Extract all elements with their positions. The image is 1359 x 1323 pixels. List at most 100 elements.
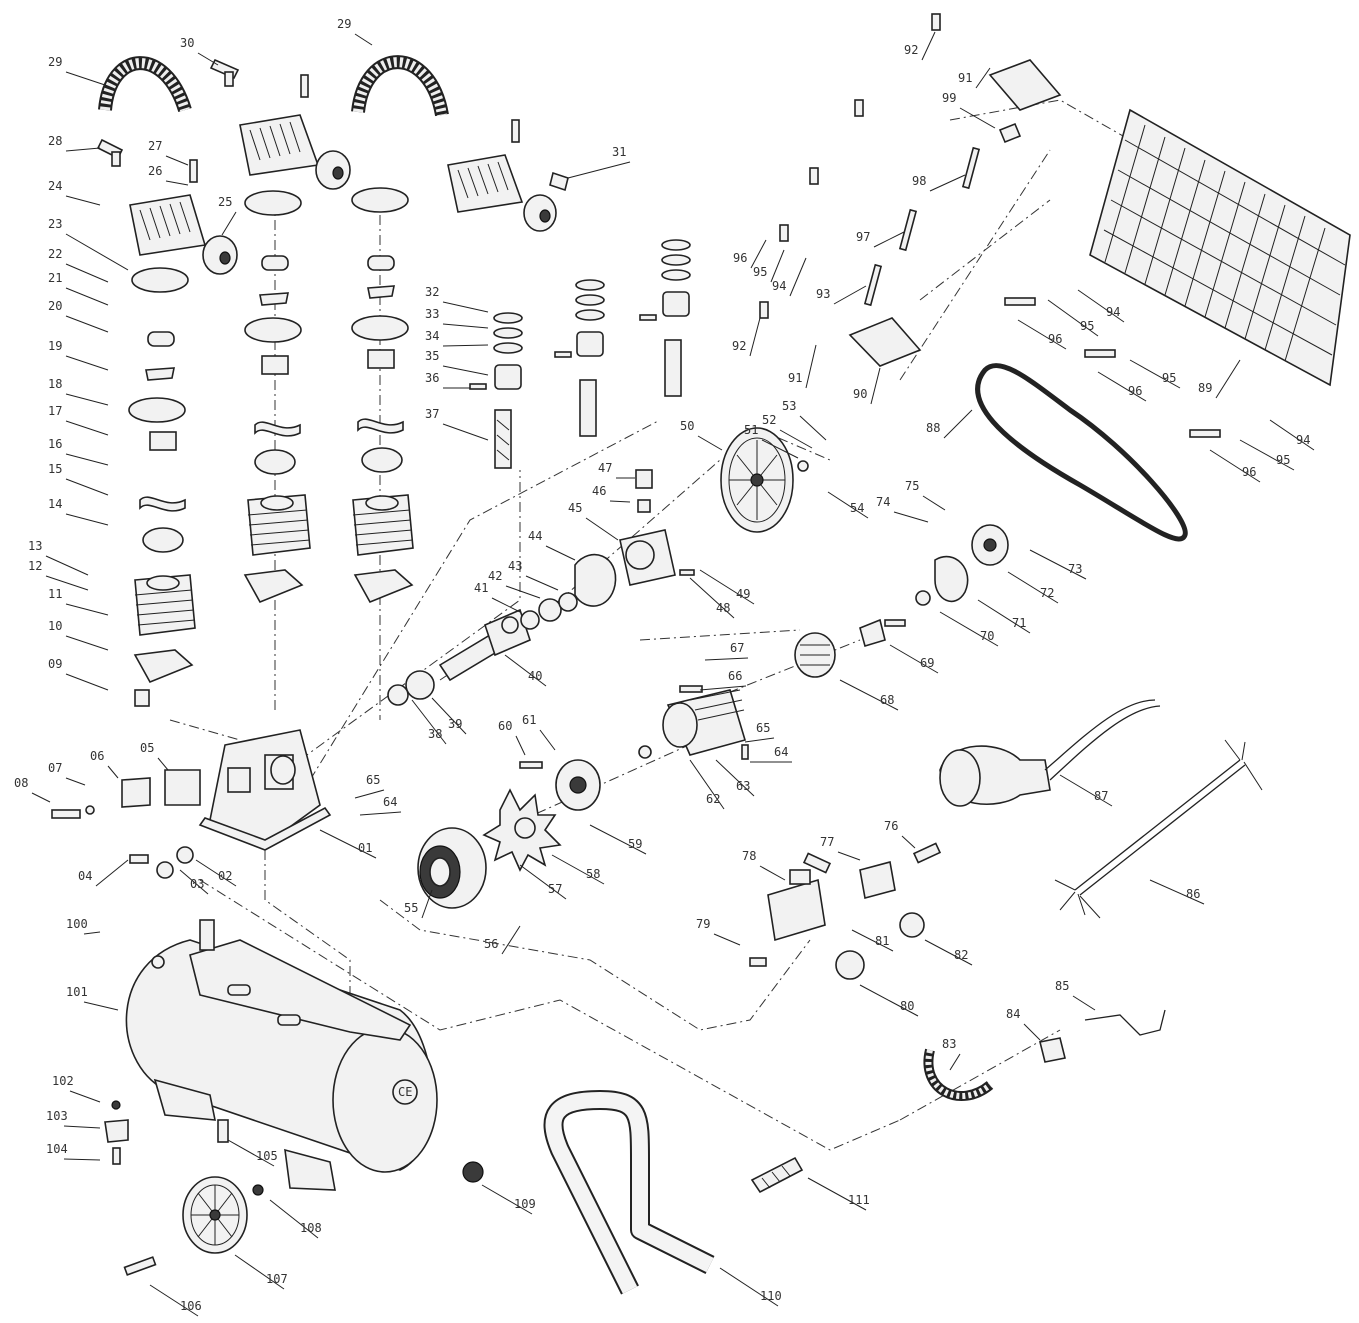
part-number-label: 95 <box>753 265 767 279</box>
leader-line <box>107 765 119 779</box>
part-number-label: 33 <box>425 307 439 321</box>
part-number-label: 102 <box>52 1074 74 1088</box>
part-number-label: 107 <box>266 1272 288 1286</box>
leader-line <box>221 211 237 236</box>
leader-line <box>65 635 109 651</box>
leader-line <box>65 355 109 371</box>
part-number-label: 94 <box>1296 433 1310 447</box>
part-number-label: 61 <box>522 713 536 727</box>
leader-line <box>165 155 189 166</box>
part-number-label: 04 <box>78 869 92 883</box>
pressure-switch <box>749 842 942 980</box>
leader-line <box>859 984 919 1017</box>
part-number-label: 56 <box>484 937 498 951</box>
part-number-label: 64 <box>774 745 788 759</box>
cylinder-head-left <box>129 194 238 275</box>
leader-line <box>609 500 631 503</box>
leader-line <box>354 33 373 46</box>
power-plug <box>939 699 1161 807</box>
drive-belt <box>975 363 1188 542</box>
leader-line <box>481 1184 533 1215</box>
leader-line <box>689 577 735 619</box>
part-number-label: 97 <box>856 230 870 244</box>
leader-line <box>421 889 433 919</box>
part-number-label: 65 <box>756 721 770 735</box>
leader-line <box>234 1254 285 1290</box>
part-number-label: 94 <box>1106 305 1120 319</box>
part-number-label: 88 <box>926 421 940 435</box>
part-number-label: 89 <box>1198 381 1212 395</box>
part-number-label: 75 <box>905 479 919 493</box>
part-number-label: 21 <box>48 271 62 285</box>
leader-line <box>873 231 905 248</box>
leader-line <box>1129 359 1181 389</box>
part-number-label: 06 <box>90 749 104 763</box>
part-number-label: 63 <box>736 779 750 793</box>
part-number-label: 55 <box>404 901 418 915</box>
leader-line <box>65 420 109 436</box>
leader-line <box>851 929 894 952</box>
leader-line <box>1149 879 1205 905</box>
part-number-label: 109 <box>514 1197 536 1211</box>
part-number-label: 07 <box>48 761 62 775</box>
part-number-label: 60 <box>498 719 512 733</box>
leader-line <box>837 851 861 861</box>
leader-line <box>31 792 51 803</box>
leader-line <box>699 685 747 691</box>
leader-line <box>269 1199 319 1239</box>
leader-line <box>501 925 521 955</box>
part-number-label: 36 <box>425 371 439 385</box>
part-number-label: 24 <box>48 179 62 193</box>
part-number-label: 105 <box>256 1149 278 1163</box>
leader-line <box>65 673 109 691</box>
part-number-label: 111 <box>848 1193 870 1207</box>
leader-line <box>431 697 467 735</box>
leader-line <box>65 478 109 496</box>
leader-line <box>805 344 817 389</box>
part-number-label: 99 <box>942 91 956 105</box>
part-number-label: 85 <box>1055 979 1069 993</box>
leader-line <box>922 495 946 511</box>
leader-line <box>442 344 489 347</box>
part-number-label: 108 <box>300 1221 322 1235</box>
part-number-label: 91 <box>958 71 972 85</box>
part-number-label: 104 <box>46 1142 68 1156</box>
leader-line <box>689 759 725 810</box>
pistons-and-rods <box>469 239 691 469</box>
leader-line <box>839 679 899 711</box>
leader-line <box>893 511 929 523</box>
part-number-label: 49 <box>736 587 750 601</box>
part-number-label: 91 <box>788 371 802 385</box>
leader-line <box>719 1267 779 1307</box>
part-number-label: 50 <box>680 419 694 433</box>
leader-line <box>149 1284 199 1317</box>
leader-line <box>227 1139 275 1167</box>
leader-line <box>1097 371 1147 402</box>
leader-line <box>1269 419 1315 451</box>
leader-line <box>539 729 556 751</box>
leader-line <box>65 393 109 406</box>
leader-line <box>770 249 785 283</box>
leader-line <box>179 869 209 895</box>
leader-line <box>715 759 755 797</box>
part-number-label: 96 <box>1242 465 1256 479</box>
part-number-label: 19 <box>48 339 62 353</box>
part-number-label: 40 <box>528 669 542 683</box>
outlet-hose <box>923 1009 1166 1101</box>
part-number-label: 92 <box>732 339 746 353</box>
part-number-label: 82 <box>954 948 968 962</box>
part-number-label: 72 <box>1040 586 1054 600</box>
part-number-label: 57 <box>548 882 562 896</box>
part-number-label: 16 <box>48 437 62 451</box>
part-number-label: 28 <box>48 134 62 148</box>
leader-line <box>83 1001 119 1011</box>
part-number-label: 29 <box>337 17 351 31</box>
part-number-label: 41 <box>474 581 488 595</box>
part-number-label: 95 <box>1080 319 1094 333</box>
leader-line <box>411 699 447 745</box>
leader-line <box>65 777 86 786</box>
part-number-label: 10 <box>48 619 62 633</box>
leader-line <box>1047 299 1099 337</box>
crankcase-cover <box>619 469 695 586</box>
